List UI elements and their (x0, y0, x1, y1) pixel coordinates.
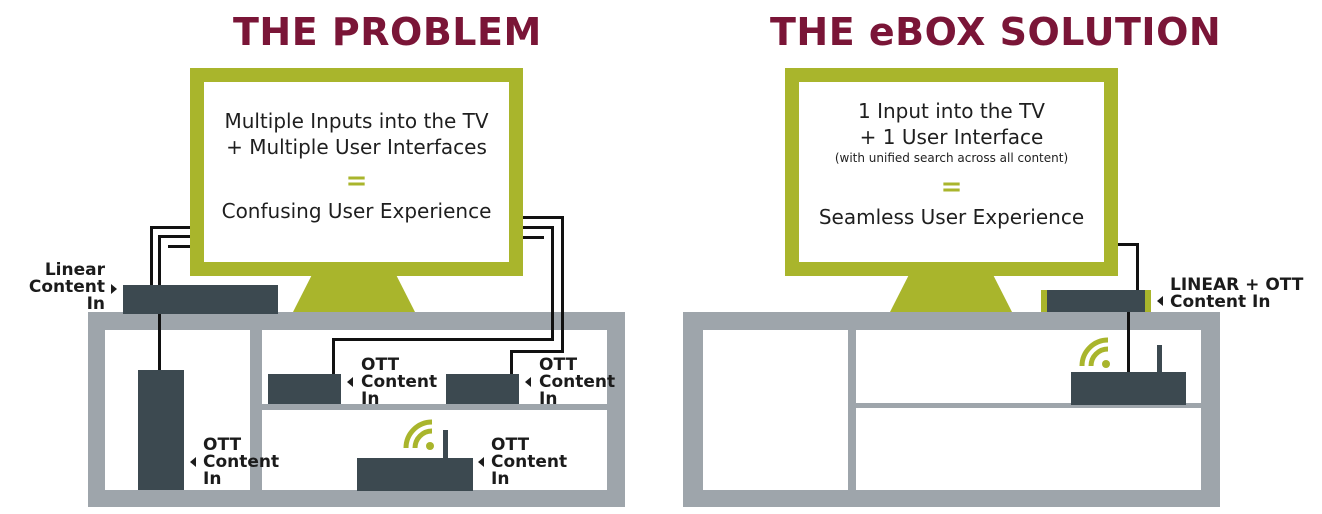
linear-set-top-box (123, 285, 278, 314)
arrow-icon (111, 284, 117, 294)
ott-tower-device (138, 370, 184, 490)
arrow-icon (1157, 296, 1163, 306)
cable (522, 236, 544, 239)
wifi-icon (1079, 337, 1110, 368)
ott-box-1 (268, 374, 341, 404)
cable (150, 226, 153, 288)
cable (510, 350, 513, 375)
wifi-icon (403, 419, 434, 450)
arrow-icon (478, 457, 484, 467)
screen-line2: + 1 User Interface (859, 125, 1044, 149)
tv-stand (293, 276, 415, 312)
router-antenna (443, 430, 448, 460)
solution-tv-screen (799, 82, 1104, 262)
cable (332, 338, 335, 375)
linear-content-label: Linear Content In (28, 260, 105, 314)
cable (551, 226, 554, 341)
problem-heading: THE PROBLEM (233, 10, 542, 54)
cabinet-compartment-bottom-right (856, 408, 1201, 490)
ott-content-label-router: OTT Content In (491, 435, 568, 489)
screen-result: Confusing User Experience (221, 199, 492, 223)
cable (1127, 312, 1130, 374)
screen-note: (with unified search across all content) (834, 151, 1069, 165)
tv-stand (890, 276, 1012, 312)
router-antenna (1157, 345, 1162, 375)
router (1071, 372, 1186, 405)
linear-ott-content-label: LINEAR + OTT Content In (1170, 275, 1304, 312)
ott-content-label-tower: OTT Content In (203, 435, 280, 489)
cable (1136, 243, 1139, 291)
cabinet-compartment-left (703, 330, 848, 490)
ott-box-2 (446, 374, 519, 404)
screen-equals: = (940, 172, 963, 202)
cable (522, 226, 554, 229)
ott-content-label-1: OTT Content In (361, 355, 438, 409)
ott-content-label-2: OTT Content In (539, 355, 616, 409)
arrow-icon (190, 457, 196, 467)
screen-line1: Multiple Inputs into the TV (224, 109, 489, 133)
cable (561, 216, 564, 352)
screen-result: Seamless User Experience (818, 205, 1085, 229)
problem-screen-text: Multiple Inputs into the TV + Multiple U… (204, 108, 509, 224)
screen-equals: = (345, 166, 368, 196)
solution-heading: THE eBOX SOLUTION (770, 10, 1222, 54)
cable (510, 350, 564, 353)
arrow-icon (525, 377, 531, 387)
cable (522, 216, 564, 219)
screen-line1: 1 Input into the TV (858, 99, 1045, 123)
cable (1117, 243, 1139, 246)
cable (158, 235, 190, 238)
cable (168, 245, 190, 248)
cable (332, 338, 554, 341)
problem-tv-screen (204, 82, 509, 262)
solution-screen-text: 1 Input into the TV + 1 User Interface (… (799, 98, 1104, 230)
arrow-icon (347, 377, 353, 387)
ebox-device-body (1047, 290, 1145, 312)
router (357, 458, 473, 491)
screen-line2: + Multiple User Interfaces (226, 135, 487, 159)
cable (150, 226, 190, 229)
